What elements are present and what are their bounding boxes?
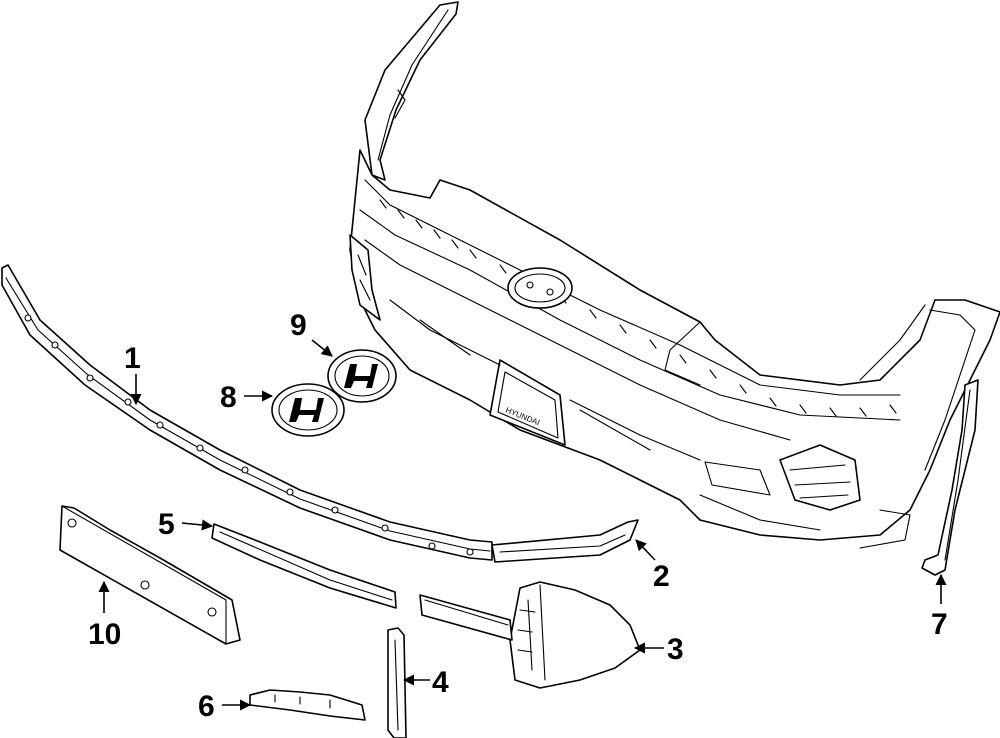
part-5-moulding <box>211 523 397 609</box>
leader-9 <box>311 339 333 357</box>
callout-8: 8 <box>220 381 237 414</box>
callout-7: 7 <box>931 608 948 641</box>
part-1-lower-moulding <box>1 264 493 561</box>
bumper-cover: HYUNDAI <box>349 1 1000 549</box>
callout-2: 2 <box>653 560 670 593</box>
callout-1: 1 <box>124 342 141 375</box>
part-9-emblem-base <box>327 349 397 403</box>
part-10-license-bracket <box>59 505 241 645</box>
part-7-side-moulding <box>921 379 979 576</box>
part-4-vertical-bracket <box>387 627 407 738</box>
trim-piece <box>419 594 513 641</box>
leader-5 <box>181 519 214 531</box>
callout-6: 6 <box>198 690 215 723</box>
callout-5: 5 <box>158 508 175 541</box>
part-8-emblem <box>271 383 345 437</box>
leader-2 <box>635 539 656 561</box>
part-3-bracket <box>509 581 641 689</box>
part-6-bracket <box>249 689 366 721</box>
leader-lines <box>98 339 947 711</box>
callout-9: 9 <box>290 309 307 342</box>
part-2-end-moulding <box>491 519 639 563</box>
callout-10: 10 <box>88 618 121 651</box>
callout-3: 3 <box>667 633 684 666</box>
callout-numbers: 1 2 3 4 5 6 7 8 9 10 <box>88 309 948 723</box>
callout-4: 4 <box>432 666 449 699</box>
